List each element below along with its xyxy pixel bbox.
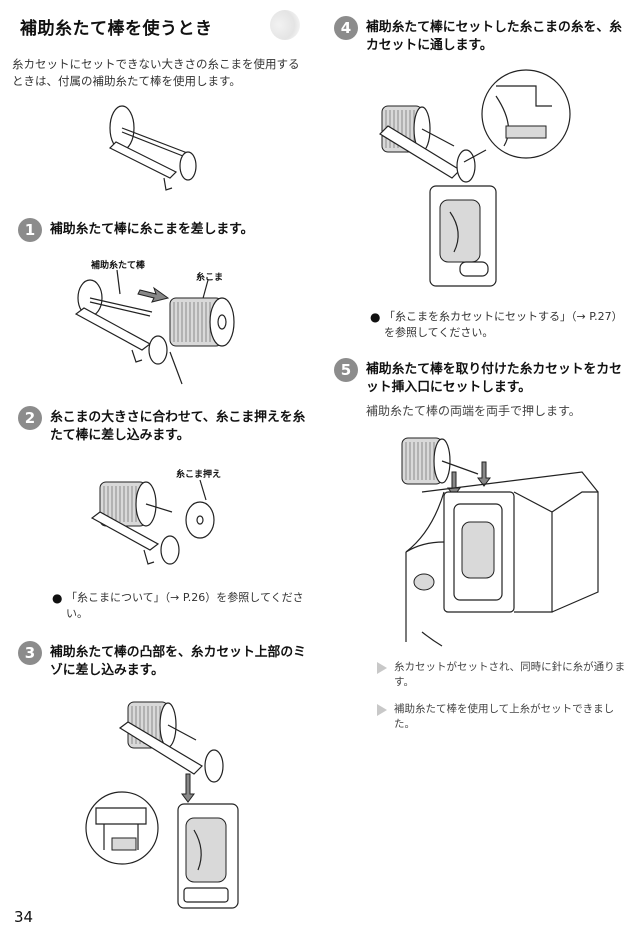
page-title: 補助糸たて棒を使うとき: [20, 19, 213, 39]
intro-text: 糸カセットにセットできない大きさの糸こまを使用するときは、付属の補助糸たて棒を使…: [12, 57, 300, 88]
step-2-note: ● 「糸こまについて」（→ P.26）を参照してください。: [52, 590, 306, 622]
step-2-badge: 2: [18, 406, 42, 430]
step-5-illustration: [401, 437, 599, 647]
header-tab-decoration: [270, 10, 300, 40]
step-2-text: 糸こまの大きさに合わせて、糸こま押えを糸たて棒に差し込みます。: [50, 410, 306, 443]
bullet-icon: ●: [52, 591, 63, 605]
step-1-illustration: [74, 269, 235, 385]
step-4-illustration: [379, 69, 571, 287]
result-1-text: 糸カセットがセットされ、同時に針に糸が通ります。: [394, 661, 626, 688]
step-4-badge: 4: [334, 16, 358, 40]
page-number: 34: [14, 908, 34, 926]
step-3-text: 補助糸たて棒の凸部を、糸カセット上部のミゾに差し込みます。: [50, 645, 306, 678]
aux-rod-illustration: [108, 105, 197, 191]
step-2-note-text: 「糸こまについて」（→ P.26）を参照してください。: [66, 591, 304, 620]
bullet-icon: ●: [370, 310, 381, 324]
step-4-note-text: 「糸こまを糸カセットにセットする」（→ P.27）を参照してください。: [384, 310, 623, 339]
result-arrow-icon: [377, 662, 387, 674]
step-4-text: 補助糸たて棒にセットした糸こまの糸を、糸カセットに通します。: [366, 20, 622, 53]
result-1: 糸カセットがセットされ、同時に針に糸が通ります。: [377, 660, 628, 690]
label-spool: 糸こま: [196, 273, 224, 283]
step-1-text: 補助糸たて棒に糸こまを差します。: [50, 222, 254, 237]
step-5-text: 補助糸たて棒を取り付けた糸カセットをカセット挿入口にセットします。: [366, 362, 622, 395]
step-5-badge: 5: [334, 358, 358, 382]
label-spool-holder: 糸こま押え: [176, 470, 222, 480]
step-3-illustration: [85, 701, 239, 909]
result-2-text: 補助糸たて棒を使用して上糸がセットできました。: [394, 703, 615, 730]
label-aux-rod: 補助糸たて棒: [91, 261, 146, 271]
result-arrow-icon: [377, 704, 387, 716]
step-1-badge: 1: [18, 218, 42, 242]
step-3-badge: 3: [18, 641, 42, 665]
step-4-note: ● 「糸こまを糸カセットにセットする」（→ P.27）を参照してください。: [370, 309, 628, 341]
result-2: 補助糸たて棒を使用して上糸がセットできました。: [377, 702, 628, 732]
step-2-illustration: [90, 479, 215, 565]
step-5-subtext: 補助糸たて棒の両端を両手で押します。: [366, 404, 581, 418]
